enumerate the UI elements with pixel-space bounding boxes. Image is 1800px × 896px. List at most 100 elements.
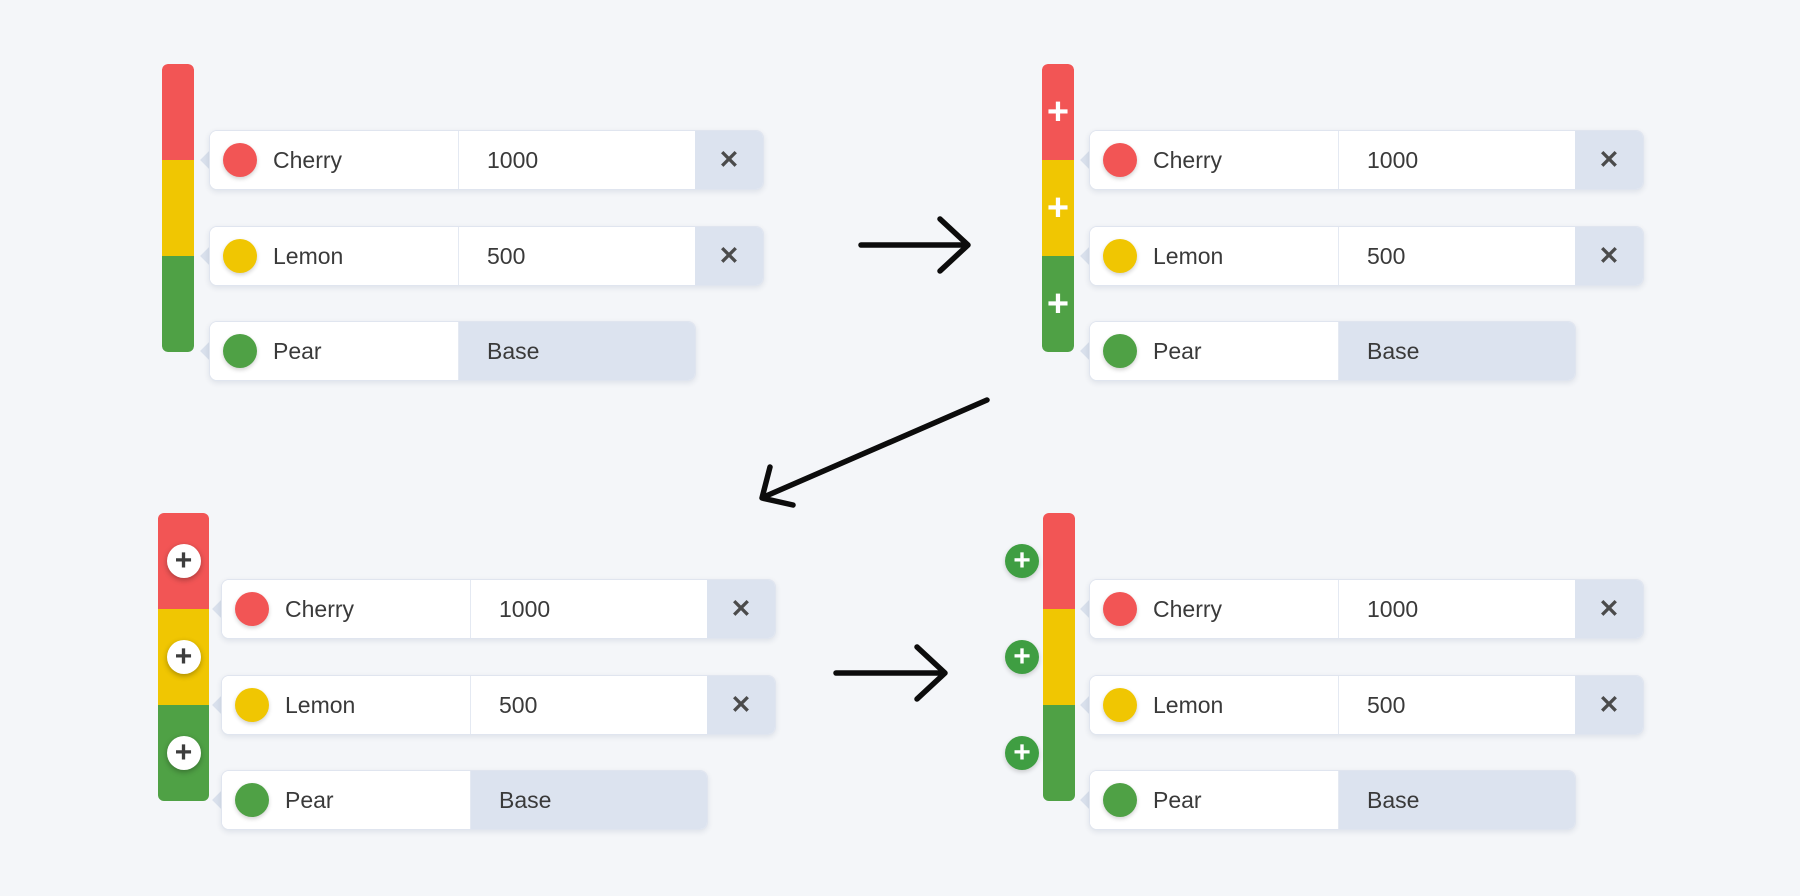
add-threshold-button[interactable]: +: [166, 640, 201, 674]
threshold-row-lemon: Lemon 500 ✕: [200, 226, 764, 286]
fruit-label-field[interactable]: Pear: [1090, 322, 1339, 380]
threshold-bar: + + +: [1042, 64, 1074, 352]
color-dot-red: [235, 592, 269, 626]
bar-segment-yellow: [1043, 609, 1075, 705]
color-dot-red: [1103, 143, 1137, 177]
close-icon: ✕: [730, 594, 752, 623]
fruit-label-field[interactable]: Lemon: [210, 227, 459, 285]
close-icon: ✕: [1598, 690, 1620, 719]
remove-threshold-button[interactable]: ✕: [695, 227, 763, 285]
color-dot-red: [223, 143, 257, 177]
threshold-value: 1000: [499, 595, 551, 622]
add-threshold-button[interactable]: +: [1005, 736, 1039, 770]
threshold-row-cherry: Cherry 1000 ✕: [200, 130, 764, 190]
threshold-row-pear: Pear Base: [1080, 770, 1576, 830]
threshold-value-input[interactable]: 500: [1339, 227, 1575, 285]
fruit-name: Cherry: [273, 146, 343, 173]
plus-icon: +: [174, 544, 193, 577]
remove-threshold-button[interactable]: ✕: [1575, 676, 1643, 734]
threshold-value: Base: [487, 337, 540, 364]
remove-threshold-button[interactable]: ✕: [707, 580, 775, 638]
remove-threshold-button[interactable]: ✕: [1575, 227, 1643, 285]
plus-icon: +: [1046, 187, 1070, 229]
close-icon: ✕: [718, 145, 740, 174]
base-value-cell: Base: [459, 322, 695, 380]
bar-segment-green: [1043, 705, 1075, 801]
threshold-row-lemon: Lemon 500 ✕: [1080, 226, 1644, 286]
fruit-label-field[interactable]: Cherry: [210, 131, 459, 189]
threshold-row-lemon: Lemon 500 ✕: [1080, 675, 1644, 735]
threshold-row-cherry: Cherry 1000 ✕: [212, 579, 776, 639]
remove-threshold-button[interactable]: ✕: [695, 131, 763, 189]
fruit-name: Pear: [285, 786, 334, 813]
fruit-name: Pear: [1153, 337, 1202, 364]
add-threshold-button[interactable]: +: [1005, 544, 1039, 578]
close-icon: ✕: [1598, 145, 1620, 174]
fruit-name: Pear: [273, 337, 322, 364]
fruit-name: Lemon: [1153, 242, 1224, 269]
add-threshold-button[interactable]: +: [1005, 640, 1039, 674]
base-value-cell: Base: [471, 771, 707, 829]
threshold-value-input[interactable]: 500: [471, 676, 707, 734]
fruit-name: Cherry: [1153, 146, 1223, 173]
threshold-value-input[interactable]: 500: [459, 227, 695, 285]
threshold-value-input[interactable]: 1000: [1339, 580, 1575, 638]
threshold-value: Base: [1367, 337, 1420, 364]
remove-threshold-button[interactable]: ✕: [1575, 580, 1643, 638]
color-dot-red: [1103, 592, 1137, 626]
threshold-value-input[interactable]: 500: [1339, 676, 1575, 734]
fruit-label-field[interactable]: Lemon: [1090, 227, 1339, 285]
threshold-value: Base: [1367, 786, 1420, 813]
fruit-label-field[interactable]: Lemon: [1090, 676, 1339, 734]
threshold-row-cherry: Cherry 1000 ✕: [1080, 579, 1644, 639]
bar-segment-green: [162, 256, 194, 352]
threshold-value: 500: [1367, 242, 1406, 269]
close-icon: ✕: [1598, 241, 1620, 270]
plus-icon: +: [1013, 544, 1031, 577]
threshold-row-cherry: Cherry 1000 ✕: [1080, 130, 1644, 190]
threshold-value-input[interactable]: 1000: [471, 580, 707, 638]
color-dot-yellow: [1103, 688, 1137, 722]
threshold-value: 500: [487, 242, 526, 269]
add-threshold-segment-red[interactable]: +: [1042, 64, 1074, 160]
fruit-label-field[interactable]: Cherry: [222, 580, 471, 638]
fruit-label-field[interactable]: Cherry: [1090, 131, 1339, 189]
color-dot-green: [235, 783, 269, 817]
fruit-label-field[interactable]: Pear: [1090, 771, 1339, 829]
threshold-value-input[interactable]: 1000: [459, 131, 695, 189]
add-threshold-segment-yellow[interactable]: +: [1042, 160, 1074, 256]
threshold-row-pear: Pear Base: [1080, 321, 1576, 381]
threshold-value: 500: [499, 691, 538, 718]
plus-icon: +: [174, 640, 193, 673]
color-dot-yellow: [235, 688, 269, 722]
fruit-name: Lemon: [273, 242, 344, 269]
remove-threshold-button[interactable]: ✕: [707, 676, 775, 734]
bar-segment-red: [162, 64, 194, 160]
fruit-label-field[interactable]: Cherry: [1090, 580, 1339, 638]
add-threshold-segment-green[interactable]: +: [1042, 256, 1074, 352]
add-threshold-button[interactable]: +: [166, 736, 201, 770]
close-icon: ✕: [718, 241, 740, 270]
fruit-label-field[interactable]: Pear: [210, 322, 459, 380]
arrow-right-top: [858, 216, 971, 274]
plus-icon: +: [1046, 283, 1070, 325]
plus-icon: +: [1013, 736, 1031, 769]
fruit-label-field[interactable]: Lemon: [222, 676, 471, 734]
color-dot-green: [1103, 334, 1137, 368]
fruit-name: Pear: [1153, 786, 1202, 813]
plus-icon: +: [1046, 91, 1070, 133]
threshold-row-pear: Pear Base: [212, 770, 708, 830]
threshold-value-input[interactable]: 1000: [1339, 131, 1575, 189]
threshold-value: 500: [1367, 691, 1406, 718]
threshold-row-pear: Pear Base: [200, 321, 696, 381]
bar-segment-red: [1043, 513, 1075, 609]
threshold-value: 1000: [487, 146, 539, 173]
add-threshold-button[interactable]: +: [166, 544, 201, 578]
color-dot-green: [1103, 783, 1137, 817]
threshold-row-lemon: Lemon 500 ✕: [212, 675, 776, 735]
fruit-label-field[interactable]: Pear: [222, 771, 471, 829]
color-dot-yellow: [223, 239, 257, 273]
remove-threshold-button[interactable]: ✕: [1575, 131, 1643, 189]
base-value-cell: Base: [1339, 322, 1575, 380]
